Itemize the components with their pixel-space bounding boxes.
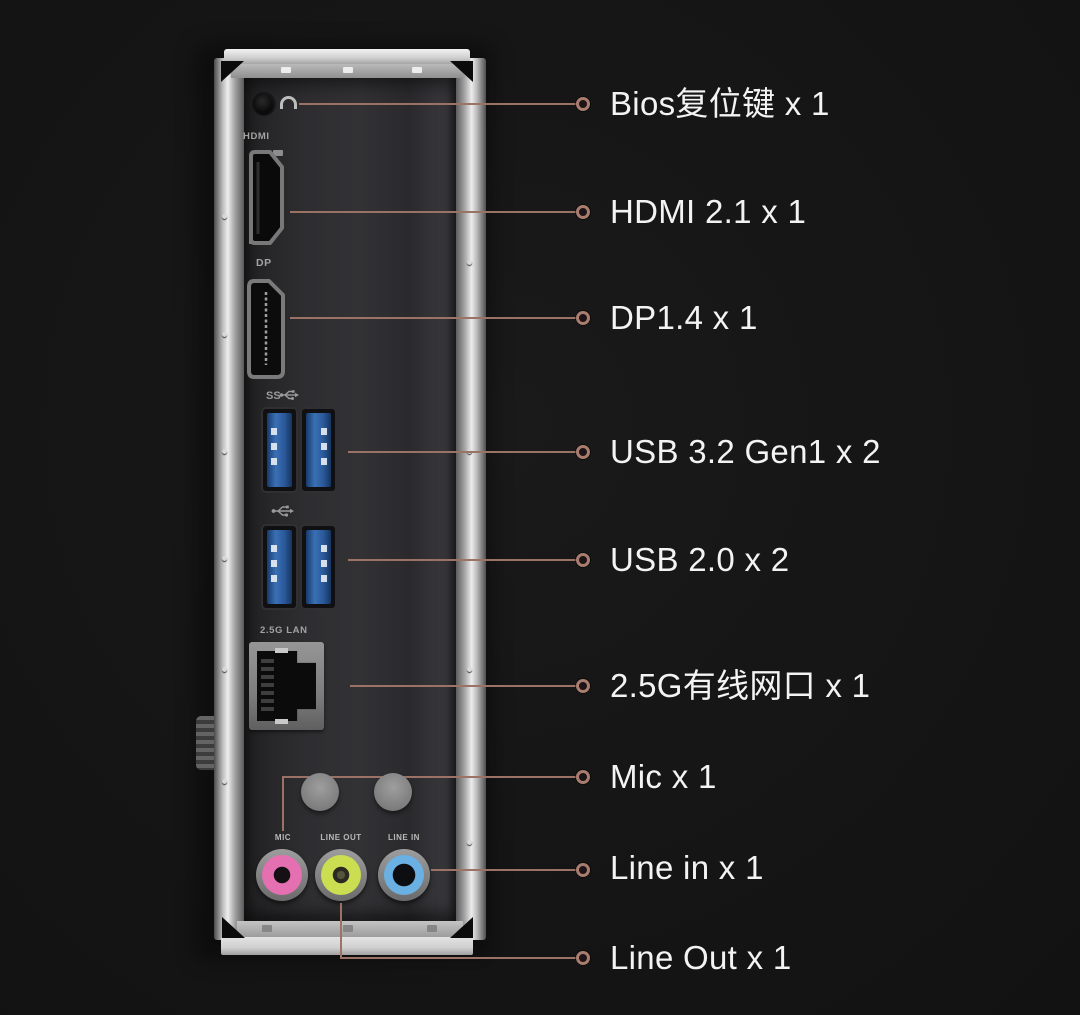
screw — [222, 667, 227, 672]
usb2-port-2 — [300, 524, 337, 610]
displayport-port — [247, 279, 285, 379]
chassis-right-rail — [456, 58, 486, 940]
line-in-marking: LINE IN — [388, 833, 420, 842]
top-cap-notch — [343, 67, 353, 73]
lan-port-pins — [261, 659, 274, 713]
callout-label: Line in x 1 — [610, 849, 764, 886]
screw — [222, 332, 227, 337]
callout-label: 2.5G有线网口 x 1 — [610, 667, 871, 704]
callout-line-vertical — [340, 903, 342, 959]
base-notch — [427, 925, 437, 932]
usb2-trident-icon — [271, 505, 294, 517]
antenna-hole-plug — [301, 773, 339, 811]
chassis-left-rail — [214, 58, 244, 940]
line-out-marking: LINE OUT — [320, 833, 362, 842]
base-notch — [262, 925, 272, 932]
lan-port — [249, 642, 324, 730]
usb2-port-1 — [261, 524, 298, 610]
lan-marking: 2.5G LAN — [260, 625, 308, 636]
top-cap-notch — [412, 67, 422, 73]
bios-reset-button — [255, 95, 273, 113]
dp-marking: DP — [256, 257, 272, 269]
top-cap-notch — [281, 67, 291, 73]
callout-label: DP1.4 x 1 — [610, 299, 758, 336]
screw — [467, 260, 472, 265]
usb3-port-1 — [261, 407, 298, 493]
line-out-jack-ring — [321, 855, 361, 895]
mic-marking: MIC — [274, 833, 292, 842]
screw — [467, 667, 472, 672]
bios-reset-arc-icon — [280, 96, 297, 109]
antenna-hole-plug — [374, 773, 412, 811]
callout-line — [431, 869, 577, 871]
screw — [222, 449, 227, 454]
line-in-jack — [378, 849, 430, 901]
usb3-port-2-tongue — [306, 413, 331, 487]
line-out-jack — [315, 849, 367, 901]
callout-label: USB 2.0 x 2 — [610, 541, 790, 578]
mic-jack — [256, 849, 308, 901]
callout-line — [340, 957, 577, 959]
line-in-jack-ring — [384, 855, 424, 895]
callout-label: Bios复位键 x 1 — [610, 85, 830, 122]
callout-dot — [576, 679, 590, 693]
screw — [222, 779, 227, 784]
screw — [222, 214, 227, 219]
callout-label: HDMI 2.1 x 1 — [610, 193, 807, 230]
usb2-port-1-tongue — [267, 530, 292, 604]
lan-port-tab — [275, 719, 288, 724]
chassis-base — [221, 937, 473, 955]
callout-dot — [576, 863, 590, 877]
callout-label: USB 3.2 Gen1 x 2 — [610, 433, 881, 470]
callout-dot — [576, 445, 590, 459]
callout-dot — [576, 770, 590, 784]
usb3-port-1-tongue — [267, 413, 292, 487]
mic-jack-ring — [262, 855, 302, 895]
lan-port-tab — [275, 648, 288, 653]
callout-line — [290, 317, 577, 319]
callout-dot — [576, 205, 590, 219]
callout-dot — [576, 951, 590, 965]
callout-line — [290, 211, 577, 213]
hdmi-port — [249, 150, 284, 245]
screw — [222, 556, 227, 561]
callout-dot — [576, 553, 590, 567]
usb3-superspeed-icon: SS — [266, 390, 299, 402]
hdmi-marking: HDMI — [243, 131, 270, 142]
callout-line — [348, 559, 577, 561]
callout-dot — [576, 311, 590, 325]
chassis-top-cap — [224, 49, 470, 65]
usb3-ss-text: SS — [266, 390, 281, 402]
callout-line — [299, 103, 577, 105]
usb3-port-2 — [300, 407, 337, 493]
base-notch — [343, 925, 353, 932]
callout-line — [350, 685, 577, 687]
side-connector-knob — [196, 716, 218, 770]
callout-label: Mic x 1 — [610, 758, 717, 795]
callout-line-vertical — [282, 776, 284, 831]
usb2-port-2-tongue — [306, 530, 331, 604]
callout-label: Line Out x 1 — [610, 939, 792, 976]
callout-line — [348, 451, 577, 453]
callout-dot — [576, 97, 590, 111]
screw — [467, 840, 472, 845]
callout-line — [282, 776, 577, 778]
